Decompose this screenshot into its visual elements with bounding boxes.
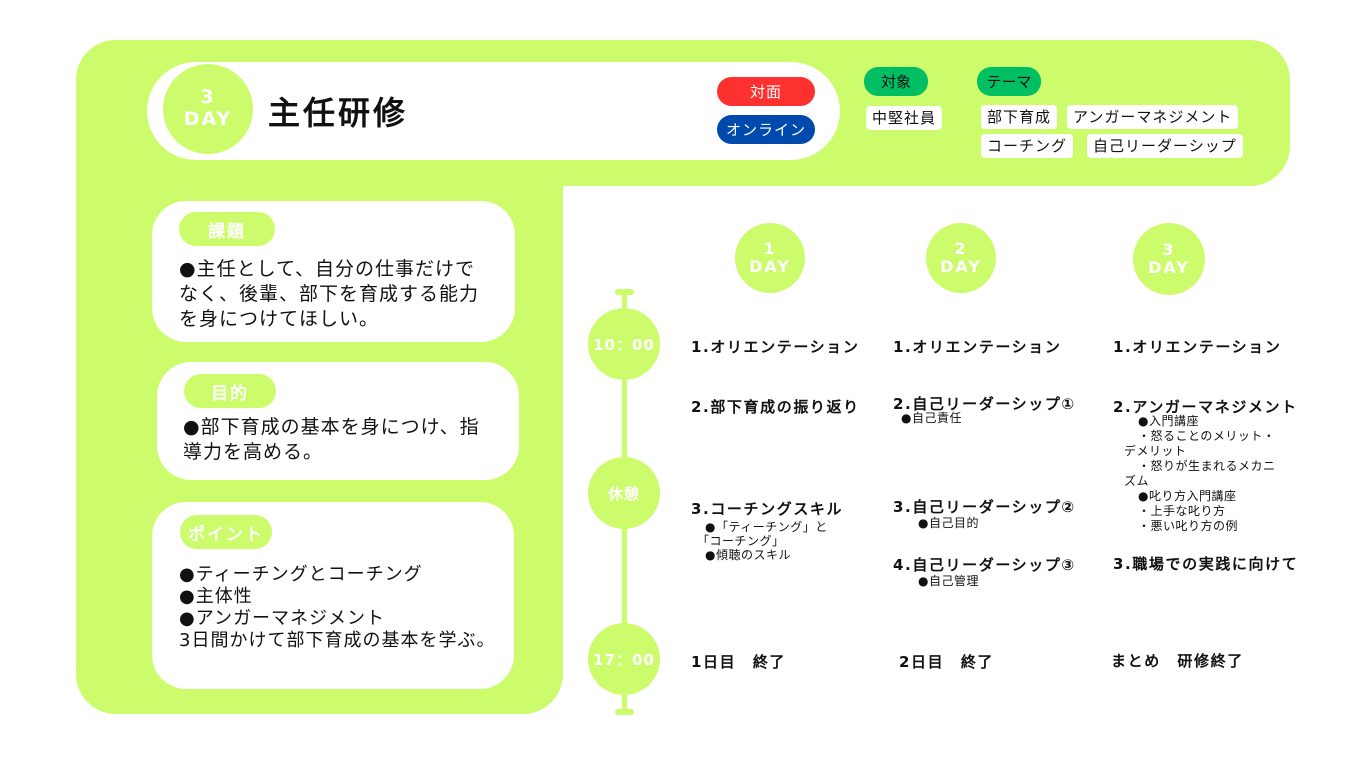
detail-line: 「コーチング」 (697, 534, 785, 548)
detail-line: ズム (1124, 474, 1150, 488)
time-break-marker: 休憩 (588, 457, 660, 529)
day1-item-2: 2.部下育成の振り返り (691, 398, 860, 416)
day1-number: 1 (763, 238, 777, 258)
issue-card-text: ●主任として、自分の仕事だけで なく、後輩、部下を育成する能力 を身につけてほし… (179, 257, 499, 332)
day2-item-3-detail: ●自己目的 (918, 516, 979, 530)
day2-end: 2日目 終了 (899, 653, 995, 671)
day1-item-1: 1.オリエンテーション (691, 338, 860, 356)
text-line: を身につけてほしい。 (179, 308, 380, 330)
day1-item-3: 3.コーチングスキル (691, 500, 844, 518)
time-end-marker: 17：00 (588, 623, 660, 695)
theme-tag: 自己リーダーシップ (1087, 134, 1243, 158)
issue-card-label: 課題 (179, 212, 275, 246)
day2-item-1: 1.オリエンテーション (893, 338, 1062, 356)
detail-line: ・上手な叱り方 (1138, 504, 1226, 518)
text-line: ●主体性 (179, 586, 253, 607)
day2-item-3: 3.自己リーダーシップ② (893, 498, 1076, 516)
detail-line: ・怒りが生まれるメカニ (1138, 459, 1276, 473)
day2-word: DAY (940, 257, 982, 276)
theme-tag: コーチング (981, 134, 1074, 158)
day2-item-2-detail: ●自己責任 (901, 411, 962, 425)
point-card-text: ●ティーチングとコーチング ●主体性 ●アンガーマネジメント 3日間かけて部下育… (179, 564, 514, 652)
day3-item-1: 1.オリエンテーション (1113, 338, 1282, 356)
text-line: ●ティーチングとコーチング (179, 564, 423, 585)
detail-line: デメリット (1124, 444, 1187, 458)
day2-item-4: 4.自己リーダーシップ③ (893, 556, 1076, 574)
format-online-badge: オンライン (717, 115, 815, 144)
page-title: 主任研修 (268, 94, 409, 132)
text-line: ●アンガーマネジメント (179, 608, 385, 629)
point-card-label: ポイント (180, 515, 272, 549)
theme-tag: 部下育成 (981, 105, 1058, 129)
timeline-cap-bottom (615, 709, 634, 715)
text-line: ●部下育成の基本を身につけ、指 (183, 416, 480, 438)
header-day-word: DAY (183, 108, 233, 130)
purpose-card-text: ●部下育成の基本を身につけ、指 導力を高める。 (183, 415, 503, 465)
day2-badge: 2 DAY (926, 223, 996, 293)
day2-item-2: 2.自己リーダーシップ① (893, 395, 1076, 413)
timeline-cap-top (615, 289, 634, 295)
text-line: なく、後輩、部下を育成する能力 (179, 283, 480, 305)
day1-word: DAY (749, 257, 791, 276)
theme-label: テーマ (977, 67, 1041, 96)
day2-item-4-detail: ●自己管理 (918, 574, 979, 588)
day3-word: DAY (1148, 258, 1190, 277)
header-day-number: 3 (200, 86, 216, 109)
text-line: 導力を高める。 (183, 441, 324, 463)
day3-item-3: 3.職場での実践に向けて (1113, 555, 1299, 573)
text-line: 3日間かけて部下育成の基本を学ぶ。 (179, 630, 496, 651)
detail-line: ●「ティーチング」と (705, 520, 828, 534)
time-start-marker: 10：00 (588, 308, 660, 380)
target-value-tag: 中堅社員 (866, 106, 943, 130)
day2-number: 2 (954, 238, 968, 258)
day1-badge: 1 DAY (735, 223, 805, 293)
text-line: ●主任として、自分の仕事だけで (179, 258, 476, 280)
day3-badge: 3 DAY (1133, 223, 1205, 295)
day1-end: 1日目 終了 (691, 653, 787, 671)
detail-line: ●叱り方入門講座 (1138, 489, 1237, 503)
detail-line: ・悪い叱り方の例 (1138, 519, 1239, 533)
day3-end: まとめ 研修終了 (1111, 652, 1244, 670)
purpose-card-label: 目的 (184, 374, 276, 408)
detail-line: ・怒ることのメリット・ (1138, 429, 1276, 443)
theme-tag: アンガーマネジメント (1067, 105, 1239, 129)
detail-line: ●入門講座 (1138, 414, 1199, 428)
target-label: 対象 (864, 67, 928, 96)
day1-item-3-details: ●「ティーチング」と 「コーチング」 ●傾聴のスキル (697, 520, 867, 562)
header-day-badge: 3 DAY (163, 64, 253, 154)
day3-item-2-details: ●入門講座 ・怒ることのメリット・ デメリット ・怒りが生まれるメカニ ズム ●… (1124, 414, 1309, 534)
detail-line: ●傾聴のスキル (705, 548, 791, 562)
day3-item-2: 2.アンガーマネジメント (1113, 398, 1298, 416)
day3-number: 3 (1162, 239, 1176, 259)
format-in-person-badge: 対面 (717, 77, 815, 106)
